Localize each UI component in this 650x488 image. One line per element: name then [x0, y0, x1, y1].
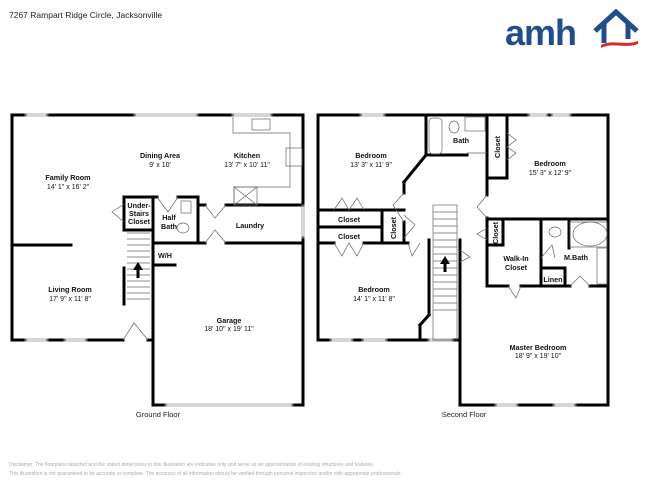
property-address: 7267 Rampart Ridge Circle, Jacksonville — [9, 10, 163, 20]
room-dining-area-dims: 9' x 10' — [149, 162, 171, 169]
ground-floor-labels: Family Room 14' 1" x 16' 2" Dining Area … — [45, 151, 270, 419]
disclaimer-line-2: This illustration is not guaranteed to b… — [9, 470, 402, 477]
room-closet-ne: Closet — [493, 135, 502, 158]
room-master-bedroom: Master Bedroom — [510, 343, 567, 352]
room-half-bath-line2: Bath — [161, 222, 177, 231]
room-bedroom-sw-dims: 14' 1" x 11' 8" — [353, 296, 395, 303]
house-roof-icon — [593, 9, 639, 48]
room-bedroom-sw: Bedroom — [358, 285, 390, 294]
room-under-stairs-closet-line2: Stairs — [129, 209, 149, 218]
room-family-room-dims: 14' 1" x 16' 2" — [47, 184, 90, 191]
logo-text: amh — [505, 12, 576, 49]
room-garage: Garage — [217, 316, 242, 325]
room-dining-area: Dining Area — [140, 151, 181, 160]
amh-logo: amh — [505, 9, 639, 49]
ground-floor-walls — [10, 113, 305, 407]
room-master-bedroom-dims: 18' 9" x 19' 10" — [515, 353, 562, 360]
second-floor-labels: Bedroom 13' 3" x 11' 9" Bath Closet Bedr… — [338, 135, 588, 419]
second-floor-label: Second Floor — [442, 410, 487, 419]
stairs-up-arrow-icon — [440, 256, 450, 272]
disclaimer-line-1: Disclaimer: The floorplans depicted and … — [9, 462, 375, 468]
room-bedroom-nw: Bedroom — [355, 151, 387, 160]
room-living-room: Living Room — [48, 285, 92, 294]
room-bedroom-ne: Bedroom — [534, 159, 566, 168]
room-walk-in-closet: Walk-In — [503, 254, 528, 263]
stairs-second — [432, 204, 458, 341]
room-living-room-dims: 17' 9" x 11' 8" — [49, 296, 91, 303]
room-garage-dims: 18' 10" x 19' 11" — [204, 326, 254, 333]
room-closet-2: Closet — [338, 232, 361, 241]
room-closet-1: Closet — [338, 215, 361, 224]
room-laundry: Laundry — [236, 221, 264, 230]
room-family-room: Family Room — [45, 173, 90, 182]
room-linen: Linen — [543, 275, 562, 284]
room-closet-hall: Closet — [491, 221, 500, 244]
room-kitchen: Kitchen — [234, 151, 260, 160]
room-bath: Bath — [453, 136, 469, 145]
room-bedroom-ne-dims: 15' 3" x 12' 9" — [529, 170, 572, 177]
room-walk-in-closet-line2: Closet — [505, 263, 528, 272]
disclaimer: Disclaimer: The floorplans depicted and … — [9, 461, 402, 478]
room-closet-vertical: Closet — [389, 216, 398, 239]
room-under-stairs-closet: Under- — [127, 201, 151, 210]
second-floor-walls — [316, 113, 610, 407]
room-under-stairs-closet-line3: Closet — [128, 217, 151, 226]
windows — [24, 113, 577, 407]
room-bedroom-nw-dims: 13' 3" x 11' 9" — [350, 162, 392, 169]
ground-floor-label: Ground Floor — [136, 410, 181, 419]
room-m-bath: M.Bath — [564, 253, 588, 262]
stairs-up-arrow-icon — [133, 262, 143, 278]
room-wh: W/H — [158, 251, 172, 260]
room-kitchen-dims: 13' 7" x 10' 11" — [224, 162, 270, 169]
room-half-bath: Half — [162, 213, 176, 222]
